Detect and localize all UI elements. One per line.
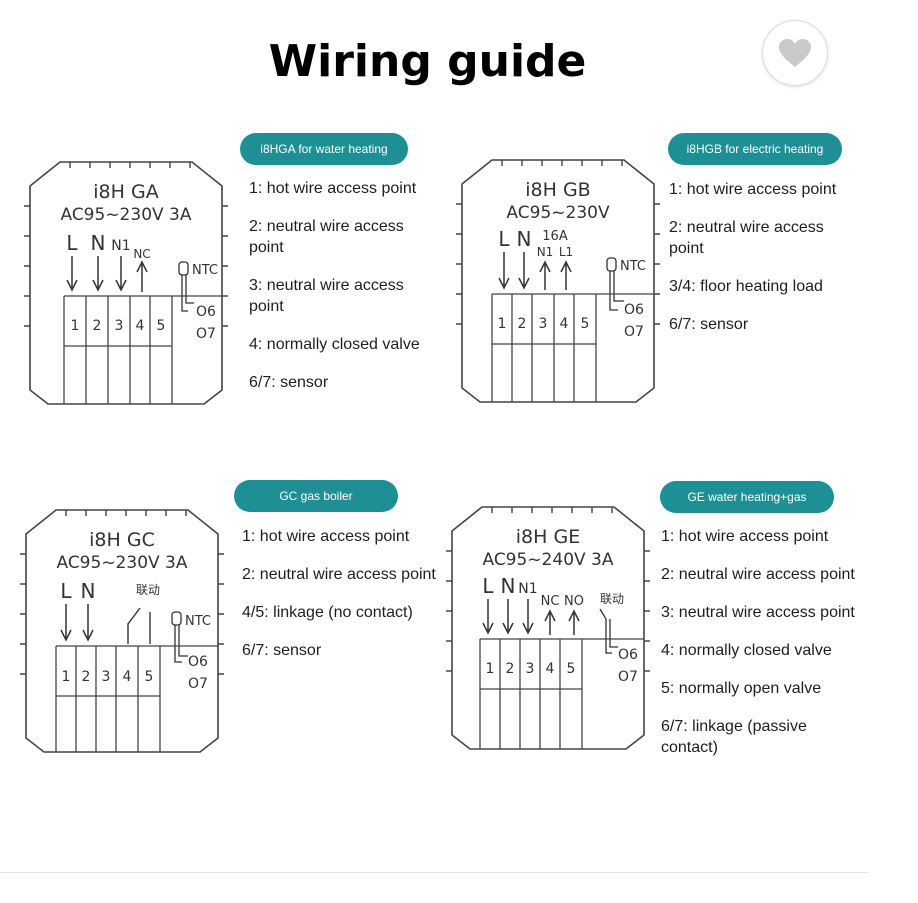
terminal-number: 2: [93, 318, 102, 334]
terminal-label-l: L: [66, 231, 78, 255]
description-item: 3: neutral wire access point: [661, 604, 855, 621]
description-item: 4/5: linkage (no contact): [242, 604, 413, 621]
description-list-gc: 1: hot wire access point 2: neutral wire…: [242, 526, 437, 678]
description-item: 2: neutral wire access point: [661, 566, 855, 583]
terminal-label-n: N: [81, 579, 96, 603]
description-list-ga: 1: hot wire access point 2: neutral wire…: [249, 178, 424, 410]
sensor-pin-7: O7: [624, 324, 644, 340]
terminal-label-n1: N1: [518, 581, 537, 597]
model-label: i8H GC: [89, 529, 155, 551]
terminal-label-n: N: [517, 227, 532, 251]
description-item: 1: hot wire access point: [669, 181, 837, 198]
rating-label: AC95~230V 3A: [56, 553, 187, 573]
terminal-number: 1: [498, 316, 507, 332]
description-item: 6/7: sensor: [669, 316, 749, 333]
terminal-number: 5: [157, 318, 166, 334]
model-label: i8H GA: [93, 181, 158, 203]
linkage-label: 联动: [600, 592, 624, 606]
terminal-label-l: L: [60, 579, 72, 603]
wiring-diagram-ge: i8H GE AC95~240V 3A L N N1 NC NO 联动 O6 O…: [446, 506, 650, 750]
heart-icon: [779, 39, 811, 67]
wiring-diagram-gb: i8H GB AC95~230V L N 16A N1 L1 NTC O6 O7…: [456, 159, 660, 403]
terminal-number: 3: [539, 316, 548, 332]
description-list-ge: 1: hot wire access point 2: neutral wire…: [661, 526, 856, 775]
terminal-number: 3: [526, 661, 535, 677]
sensor-label: NTC: [192, 263, 218, 278]
rating-label: AC95~230V 3A: [60, 205, 191, 225]
tag-gb: i8HGB for electric heating: [668, 133, 842, 165]
description-item: 6/7: sensor: [249, 374, 329, 391]
sensor-pin-6: O6: [618, 647, 638, 663]
description-item: 6/7: linkage (passive contact): [661, 718, 807, 756]
load-rating-label: 16A: [542, 229, 568, 244]
terminal-label-nc: NC: [133, 247, 150, 261]
sensor-pin-6: O6: [624, 302, 644, 318]
terminal-number: 1: [486, 661, 495, 677]
terminal-label-no: NO: [564, 594, 584, 609]
terminal-number: 5: [567, 661, 576, 677]
sensor-pin-7: O7: [196, 326, 216, 342]
sensor-pin-7: O7: [618, 669, 638, 685]
terminal-label-n: N: [91, 231, 106, 255]
terminal-label-n: N: [501, 574, 516, 598]
terminal-number: 3: [115, 318, 124, 334]
terminal-label-nc: NC: [541, 594, 560, 609]
terminal-label-l1: L1: [559, 245, 573, 259]
description-item: 1: hot wire access point: [242, 528, 410, 545]
terminal-number: 2: [506, 661, 515, 677]
terminal-number: 4: [136, 318, 145, 334]
tag-ge: GE water heating+gas: [660, 481, 834, 513]
wiring-diagram-gc: i8H GC AC95~230V 3A L N 联动 NTC O6 O7 1 2…: [20, 509, 224, 753]
wiring-diagram-ga: i8H GA AC95~230V 3A L N N1 NC NTC O6 O7 …: [24, 161, 228, 405]
terminal-number: 4: [123, 669, 132, 685]
sensor-label: NTC: [620, 259, 646, 274]
model-label: i8H GE: [516, 526, 580, 548]
description-item: 3/4: floor heating load: [669, 278, 823, 295]
page-title: Wiring guide: [268, 36, 587, 87]
description-item: 4: normally closed valve: [661, 642, 832, 659]
sensor-pin-6: O6: [188, 654, 208, 670]
description-item: 2: neutral wire access point: [249, 218, 404, 256]
terminal-number: 2: [82, 669, 91, 685]
sensor-pin-6: O6: [196, 304, 216, 320]
rating-label: AC95~230V: [506, 203, 610, 223]
description-item: 2: neutral wire access point: [669, 219, 824, 257]
terminal-label-l: L: [498, 227, 510, 251]
description-item: 2: neutral wire access point: [242, 566, 436, 583]
terminal-number: 2: [518, 316, 527, 332]
description-item: 6/7: sensor: [242, 642, 322, 659]
description-item: 1: hot wire access point: [249, 180, 417, 197]
sensor-pin-7: O7: [188, 676, 208, 692]
terminal-number: 4: [560, 316, 569, 332]
terminal-label-n1: N1: [111, 238, 130, 254]
rating-label: AC95~240V 3A: [482, 550, 613, 570]
terminal-label-l: L: [482, 574, 494, 598]
description-item: 1: hot wire access point: [661, 528, 829, 545]
favorite-button[interactable]: [762, 20, 828, 86]
tag-ga: i8HGA for water heating: [240, 133, 408, 165]
description-item: 4: normally closed valve: [249, 336, 420, 353]
linkage-label: 联动: [136, 583, 160, 597]
terminal-number: 1: [71, 318, 80, 334]
terminal-number: 5: [581, 316, 590, 332]
terminal-number: 4: [546, 661, 555, 677]
sensor-label: NTC: [185, 614, 211, 629]
terminal-number: 5: [145, 669, 154, 685]
model-label: i8H GB: [525, 179, 590, 201]
bottom-divider: [0, 872, 868, 873]
description-item: 5: normally open valve: [661, 680, 822, 697]
terminal-number: 1: [62, 669, 71, 685]
tag-gc: GC gas boiler: [234, 480, 398, 512]
terminal-number: 3: [102, 669, 111, 685]
terminal-label-n1: N1: [537, 245, 554, 259]
description-list-gb: 1: hot wire access point 2: neutral wire…: [669, 179, 854, 352]
description-item: 3: neutral wire access point: [249, 277, 404, 315]
